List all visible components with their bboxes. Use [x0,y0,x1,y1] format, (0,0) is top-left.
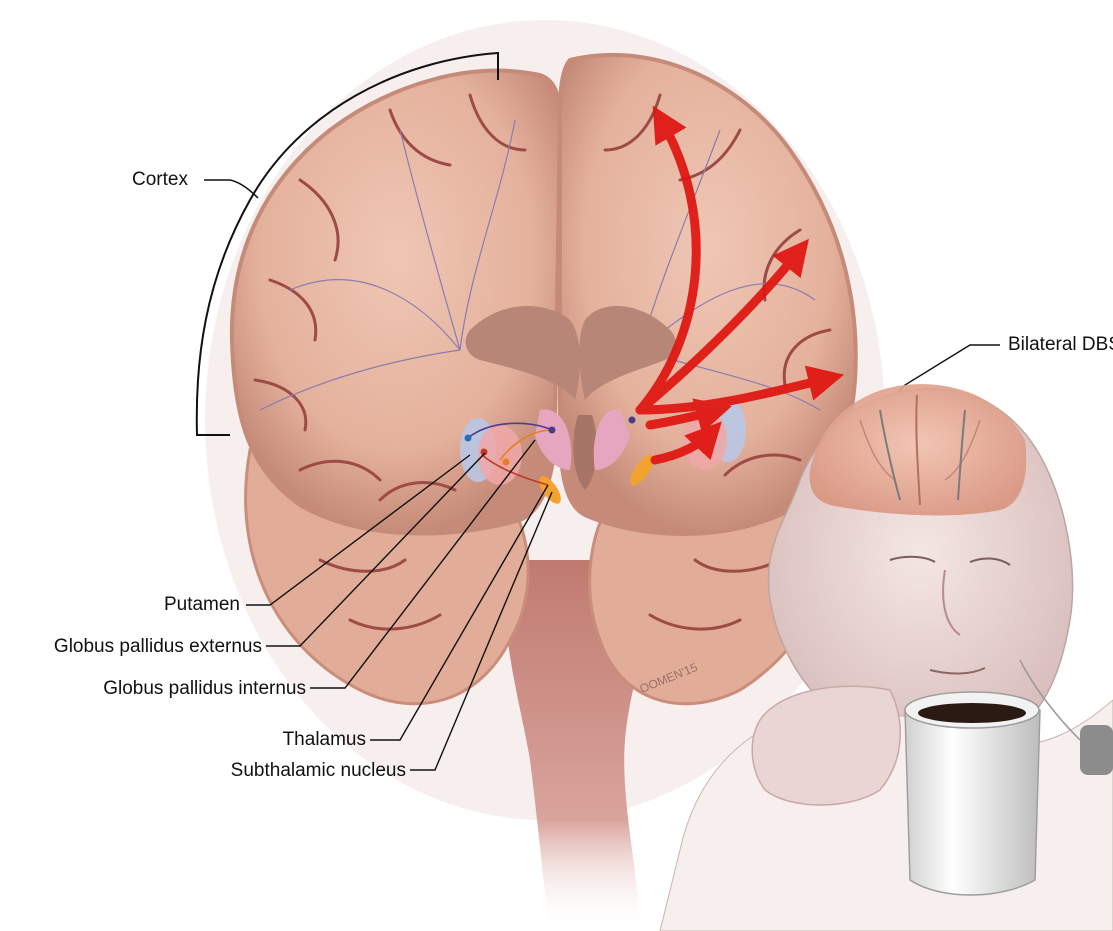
gpi-node [503,459,510,466]
label-putamen: Putamen [40,595,240,614]
label-subthalamic-nucleus: Subthalamic nucleus [150,761,406,780]
label-cortex: Cortex [132,170,188,189]
coffee-mug [905,710,1040,895]
putamen-node [465,435,472,442]
coffee [918,703,1026,723]
thalamus-node [549,427,556,434]
label-globus-pallidus-externus: Globus pallidus externus [10,637,262,656]
pulse-generator [1080,725,1113,775]
label-globus-pallidus-internus: Globus pallidus internus [40,679,306,698]
right-thalamus-node [629,417,636,424]
label-bilateral-dbs: Bilateral DBS [1008,335,1113,354]
label-thalamus: Thalamus [200,730,366,749]
